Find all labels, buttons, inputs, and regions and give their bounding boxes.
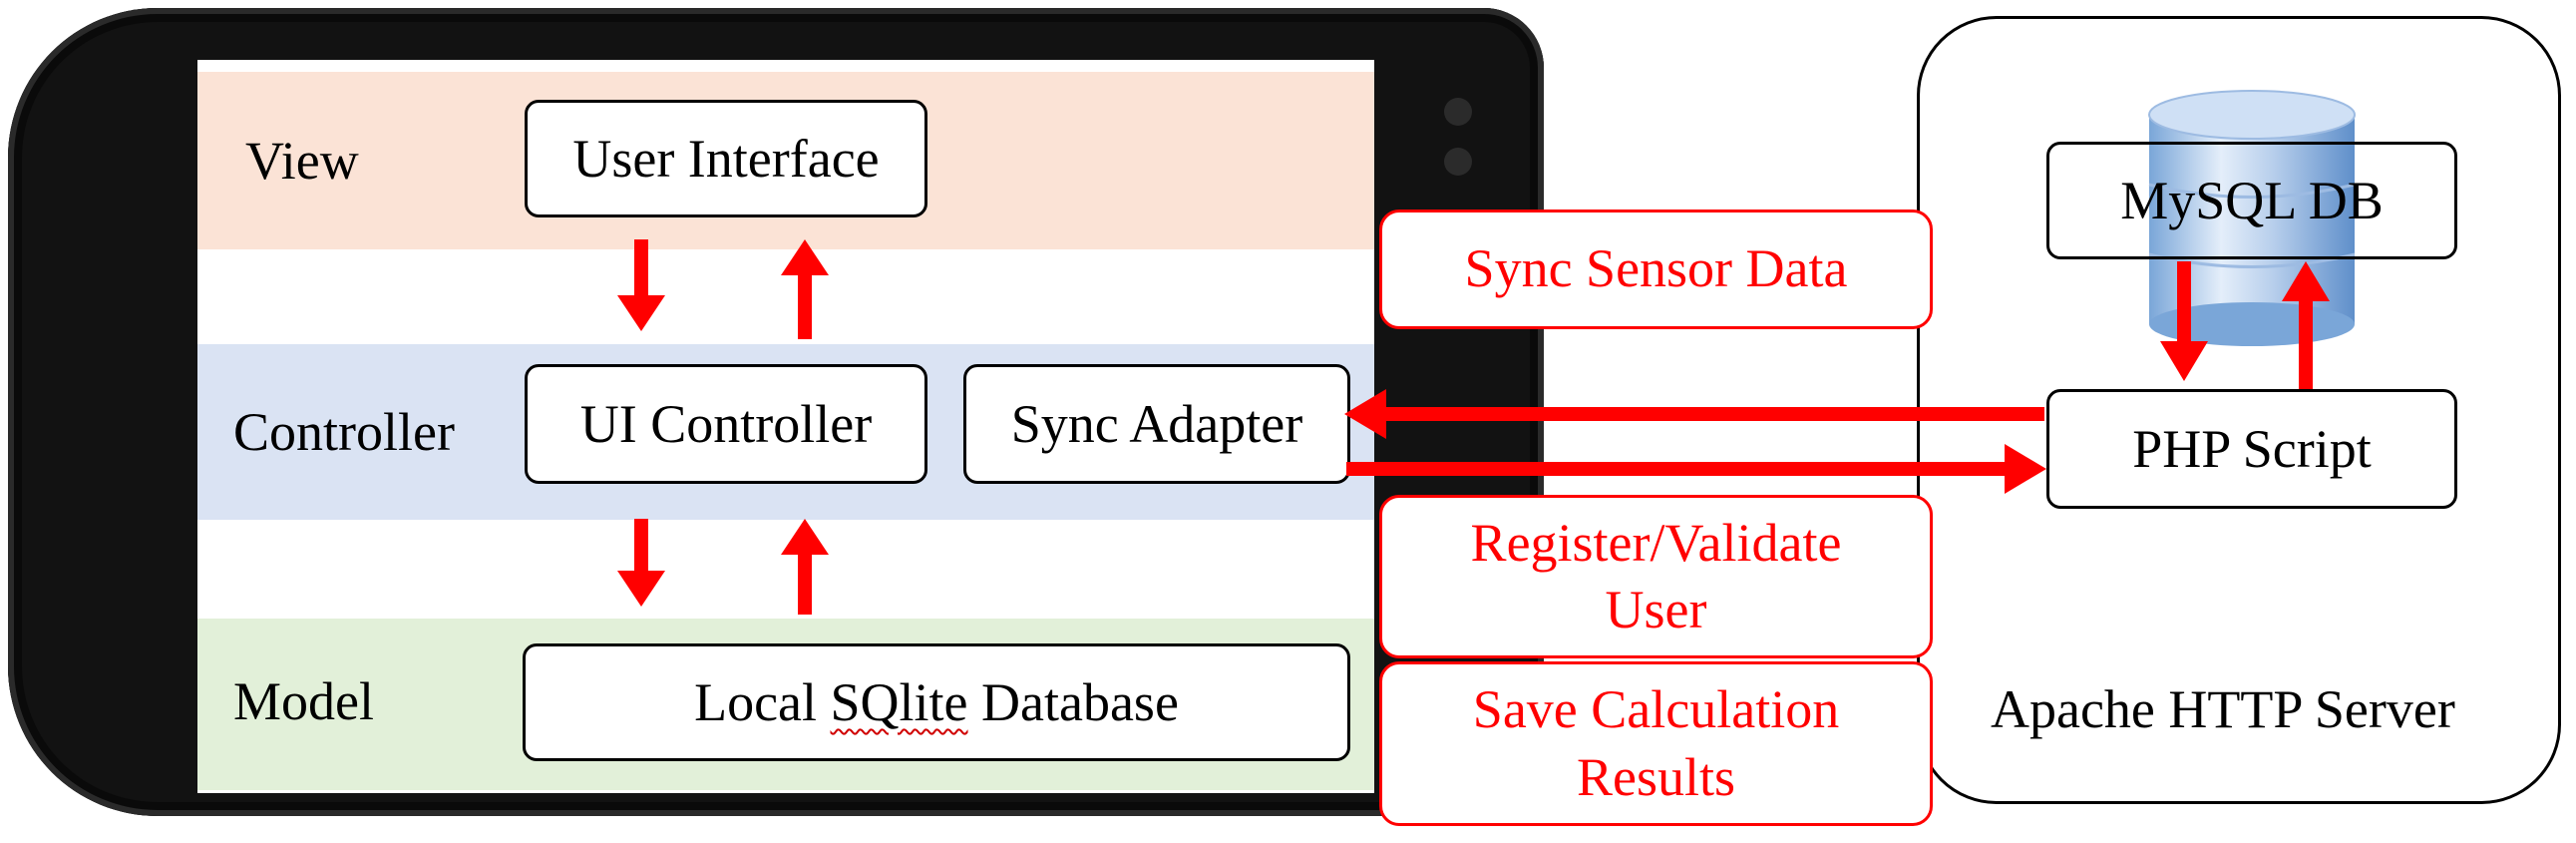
ui-controller-box: UI Controller	[525, 364, 927, 484]
view-layer-label: View	[245, 131, 359, 191]
local-db-label-prefix: Local	[694, 672, 831, 732]
local-sqlite-database-box: Local SQlite Database	[523, 643, 1350, 761]
phone-screen: View Controller Model User Interface UI …	[197, 60, 1374, 793]
php-script-box: PHP Script	[2046, 389, 2457, 509]
save-calculation-results-label: Save Calculation Results	[1379, 661, 1933, 826]
arrow-down-view-to-controller	[617, 239, 665, 331]
mysql-db-box: MySQL DB	[2046, 142, 2457, 259]
server-arrows	[2160, 261, 2330, 389]
arrow-sync-adapter-to-php	[1346, 444, 2046, 494]
arrow-php-to-mysql	[2282, 261, 2330, 389]
apache-server-label: Apache HTTP Server	[1991, 679, 2455, 739]
register-validate-line1: Register/Validate	[1470, 512, 1842, 573]
phone-arrows	[617, 239, 829, 615]
controller-layer-label: Controller	[233, 402, 455, 462]
local-db-label-suffix: Database	[967, 672, 1179, 732]
arrow-up-model-to-controller	[781, 519, 829, 615]
model-layer-label: Model	[233, 671, 374, 731]
sync-adapter-box: Sync Adapter	[963, 364, 1350, 484]
sync-arrows	[1344, 389, 2046, 494]
camera-icon	[1444, 98, 1472, 126]
save-calculation-line2: Results	[1576, 746, 1736, 807]
phone-device: View Controller Model User Interface UI …	[8, 8, 1544, 816]
sync-sensor-data-label: Sync Sensor Data	[1379, 210, 1933, 329]
arrow-up-controller-to-view	[781, 239, 829, 339]
register-validate-user-label: Register/Validate User	[1379, 495, 1933, 658]
local-db-label-sqlite: SQlite	[830, 672, 968, 732]
save-calculation-line1: Save Calculation	[1472, 679, 1840, 739]
register-validate-line2: User	[1605, 580, 1707, 639]
user-interface-box: User Interface	[525, 100, 927, 217]
arrow-down-controller-to-model	[617, 519, 665, 607]
arrow-php-to-sync-adapter	[1344, 389, 2044, 439]
arrow-mysql-to-php	[2160, 261, 2208, 381]
